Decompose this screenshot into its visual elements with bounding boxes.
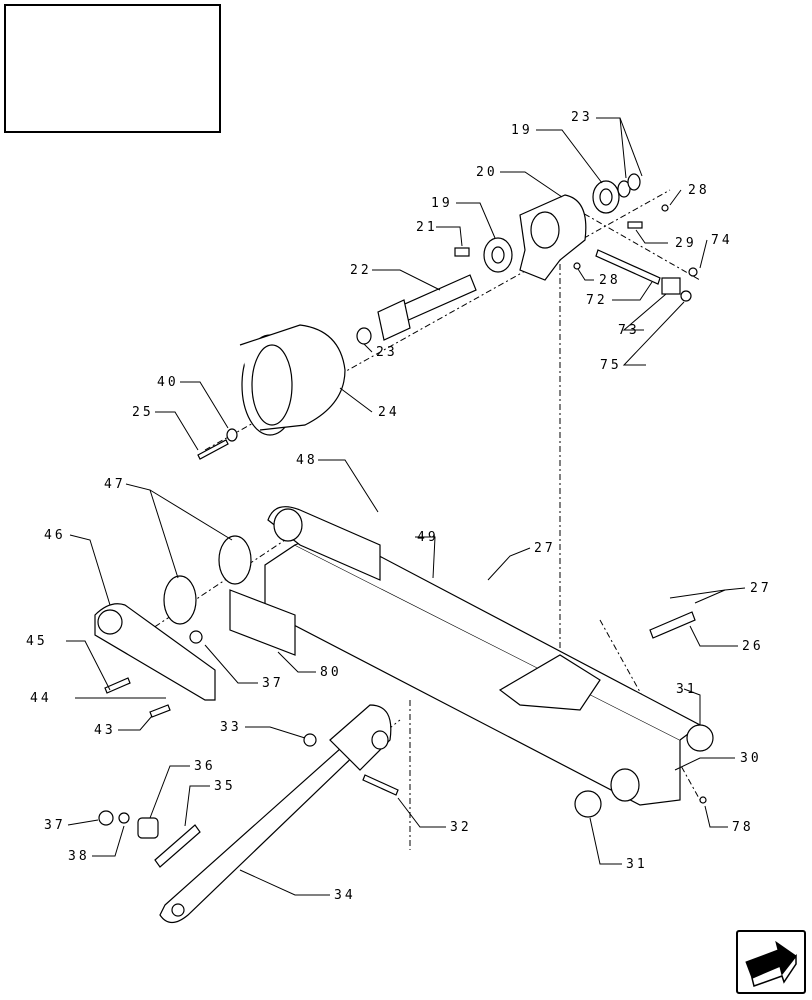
callout-20: 20: [476, 165, 498, 180]
shaft-assembly: [197, 173, 698, 460]
callout-75: 75: [600, 358, 622, 373]
callout-34: 34: [334, 888, 356, 903]
callout-74: 74: [711, 233, 733, 248]
callout-19-upper: 19: [511, 123, 533, 138]
callout-36: 36: [194, 759, 216, 774]
callout-22: 22: [350, 263, 372, 278]
callout-21: 21: [416, 220, 438, 235]
callout-33: 33: [220, 720, 242, 735]
callout-24: 24: [378, 405, 400, 420]
callout-30: 30: [740, 751, 762, 766]
callout-labels: 19 23 20 28 19 21 29 74 22 28 72 73 23 7…: [26, 110, 772, 903]
callout-47: 47: [104, 477, 126, 492]
callout-19-lower: 19: [431, 196, 453, 211]
callout-40: 40: [157, 375, 179, 390]
leader-lines: [66, 117, 746, 896]
callout-23-lower: 23: [376, 345, 398, 360]
callout-38: 38: [68, 849, 90, 864]
callout-72: 72: [586, 293, 608, 308]
callout-32: 32: [450, 820, 472, 835]
callout-31-upper: 31: [676, 682, 698, 697]
callout-78: 78: [732, 820, 754, 835]
title-block: [4, 4, 221, 133]
callout-37-lower: 37: [44, 818, 66, 833]
callout-80: 80: [320, 665, 342, 680]
callout-28-lower: 28: [599, 273, 621, 288]
callout-23-upper: 23: [571, 110, 593, 125]
main-frame: [94, 506, 714, 818]
callout-48: 48: [296, 453, 318, 468]
callout-35: 35: [214, 779, 236, 794]
callout-46: 46: [44, 528, 66, 543]
callout-27-right: 27: [750, 581, 772, 596]
callout-73: 73: [618, 323, 640, 338]
callout-43: 43: [94, 723, 116, 738]
callout-25: 25: [132, 405, 154, 420]
callout-49: 49: [417, 530, 439, 545]
next-page-arrow-icon: [745, 940, 797, 987]
callout-31-lower: 31: [626, 857, 648, 872]
callout-44: 44: [30, 691, 52, 706]
next-page-button[interactable]: [736, 930, 806, 994]
lower-link: [98, 630, 707, 924]
callout-37-upper: 37: [262, 676, 284, 691]
callout-28-upper: 28: [688, 183, 710, 198]
callout-26: 26: [742, 639, 764, 654]
callout-27-mid: 27: [534, 541, 556, 556]
callout-29: 29: [675, 236, 697, 251]
callout-45: 45: [26, 634, 48, 649]
